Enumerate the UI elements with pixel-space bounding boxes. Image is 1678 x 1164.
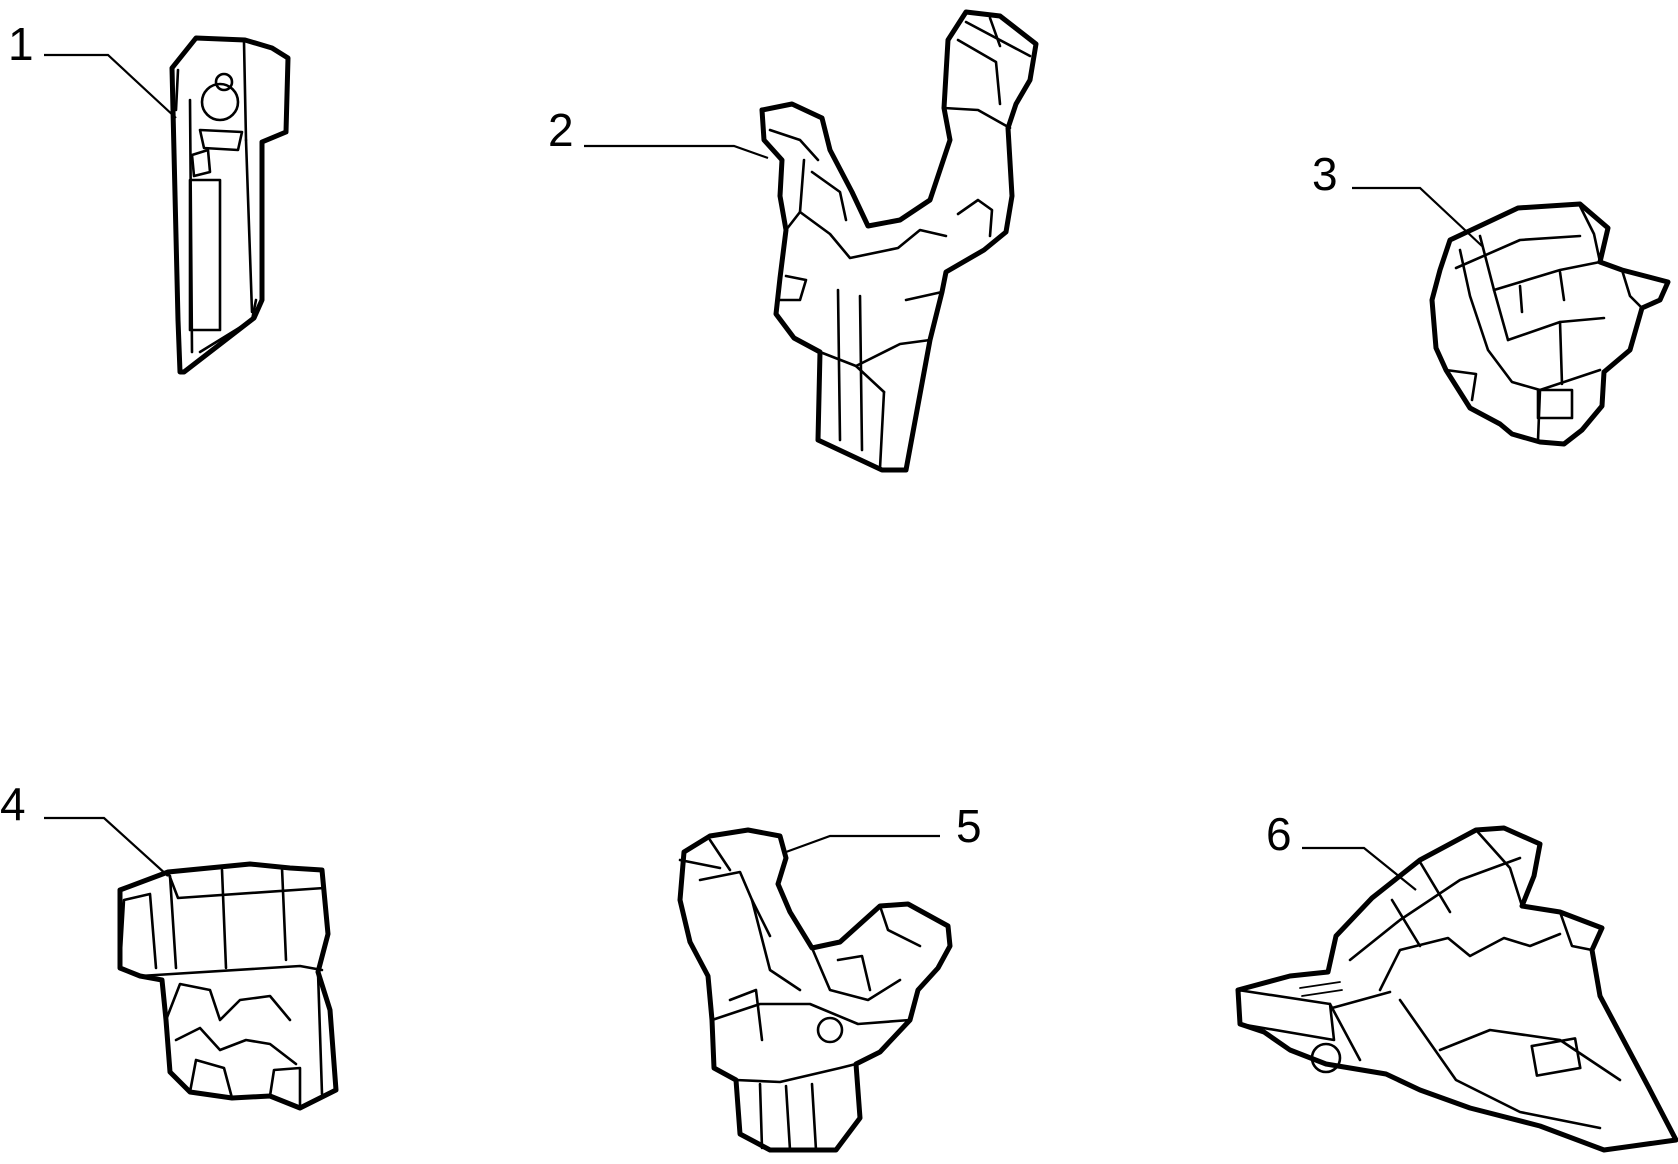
- clip-1: [169, 35, 291, 375]
- callout-number: 2: [548, 104, 574, 156]
- callout-4: 4: [0, 778, 169, 877]
- clip-6: [1235, 825, 1678, 1153]
- callout-number: 4: [0, 778, 26, 830]
- callout-1: 1: [8, 18, 177, 119]
- callout-2: 2: [548, 104, 769, 160]
- clip-4: [117, 861, 339, 1111]
- callout-5: 5: [785, 800, 982, 854]
- callout-number: 1: [8, 18, 34, 70]
- callout-number: 3: [1312, 148, 1338, 200]
- clip-3: [1429, 201, 1671, 447]
- callout-number: 5: [956, 800, 982, 852]
- clip-2: [759, 9, 1039, 473]
- callout-6: 6: [1266, 808, 1417, 891]
- clip-5: [677, 827, 953, 1153]
- callout-number: 6: [1266, 808, 1292, 860]
- callout-3: 3: [1312, 148, 1483, 247]
